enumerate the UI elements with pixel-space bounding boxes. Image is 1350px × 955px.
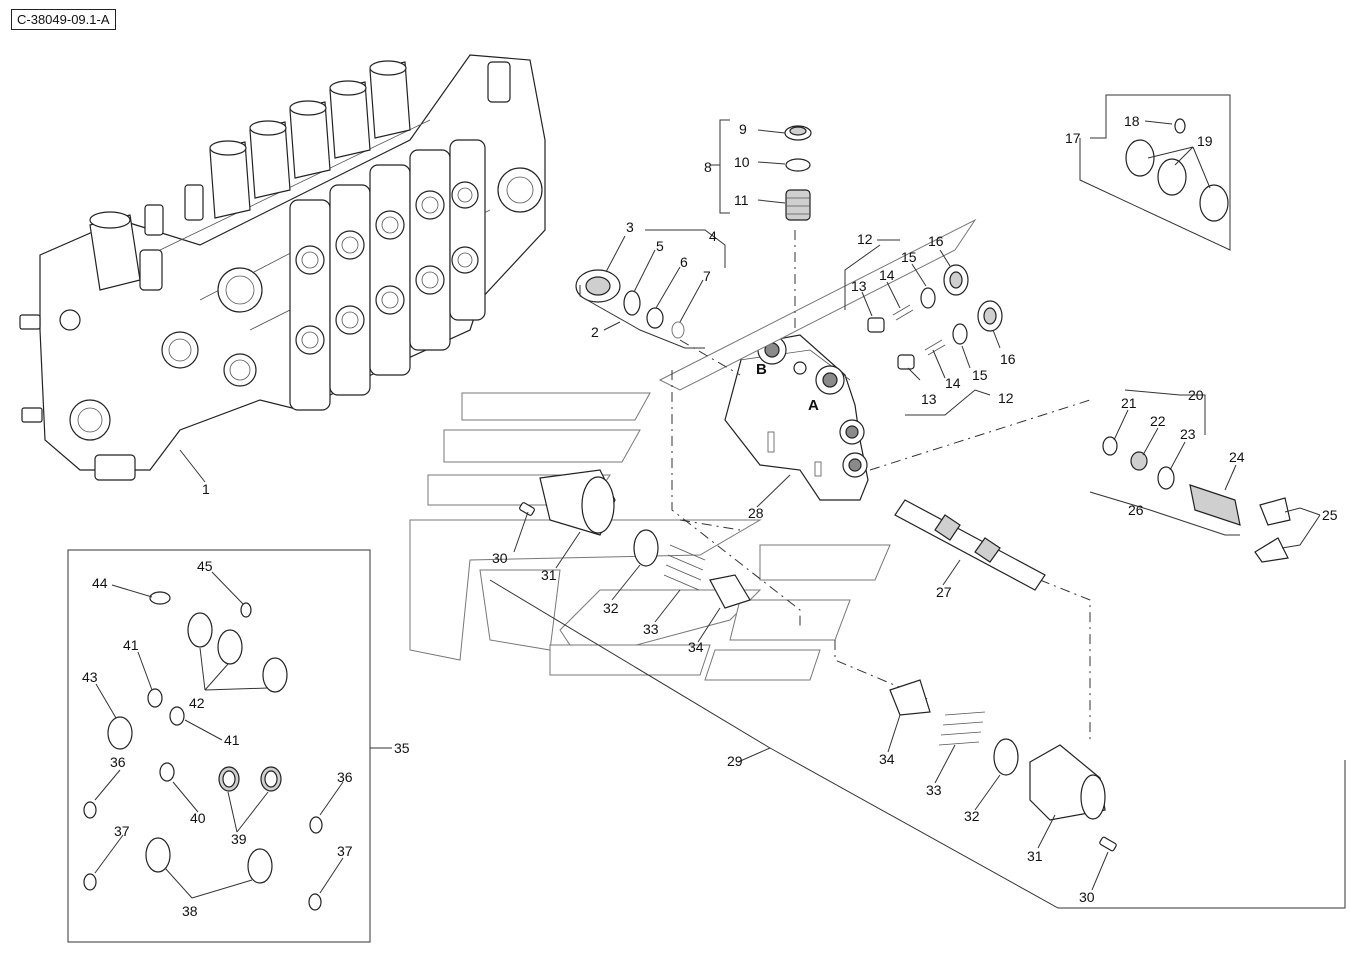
callout-34-left: 34 — [688, 639, 704, 655]
callout-14-top: 14 — [879, 267, 895, 283]
callout-21: 21 — [1121, 395, 1137, 411]
callout-42: 42 — [189, 695, 205, 711]
callout-12-bottom: 12 — [998, 390, 1014, 406]
callout-28: 28 — [748, 505, 764, 521]
callout-18: 18 — [1124, 113, 1140, 129]
callout-10: 10 — [734, 154, 750, 170]
callout-3: 3 — [626, 219, 634, 235]
callout-6: 6 — [680, 254, 688, 270]
callout-34-right: 34 — [879, 751, 895, 767]
callout-36-left: 36 — [110, 754, 126, 770]
gasket-outline-shapes — [409, 218, 977, 681]
callout-20: 20 — [1188, 387, 1204, 403]
callout-38: 38 — [182, 903, 198, 919]
callout-39: 39 — [231, 831, 247, 847]
callout-32-right: 32 — [964, 808, 980, 824]
callout-43: 43 — [82, 669, 98, 685]
reference-code: C-38049-09.1-A — [11, 9, 116, 30]
small-parts-drawing — [519, 118, 1291, 852]
callout-14-bottom: 14 — [945, 375, 961, 391]
callout-31-right: 31 — [1027, 848, 1043, 864]
section-housing-drawing: B A — [724, 334, 869, 501]
callout-22: 22 — [1150, 413, 1166, 429]
callout-19: 19 — [1197, 133, 1213, 149]
callout-36-right: 36 — [337, 769, 353, 785]
callout-30-left: 30 — [492, 550, 508, 566]
callout-1: 1 — [202, 481, 210, 497]
seal-kit-box — [67, 549, 371, 943]
callout-13-top: 13 — [851, 278, 867, 294]
callout-15-bottom: 15 — [972, 367, 988, 383]
callout-35: 35 — [394, 740, 410, 756]
callout-5: 5 — [656, 238, 664, 254]
callout-16-top: 16 — [928, 233, 944, 249]
callout-27: 27 — [936, 584, 952, 600]
callout-labels: 1 2 3 4 5 6 7 8 9 10 11 12 12 13 13 14 1… — [82, 113, 1338, 919]
callout-16-bottom: 16 — [1000, 351, 1016, 367]
callout-33-right: 33 — [926, 782, 942, 798]
callout-24: 24 — [1229, 449, 1245, 465]
valve-assembly-drawing — [19, 54, 546, 481]
callout-37-right: 37 — [337, 843, 353, 859]
callout-2: 2 — [591, 324, 599, 340]
port-a-label: A — [808, 397, 819, 414]
callout-13-bottom: 13 — [921, 391, 937, 407]
callout-30-right: 30 — [1079, 889, 1095, 905]
callout-41-bottom: 41 — [224, 732, 240, 748]
callout-11: 11 — [734, 192, 749, 208]
callout-41-top: 41 — [123, 637, 139, 653]
callout-26: 26 — [1128, 502, 1144, 518]
callout-25: 25 — [1322, 507, 1338, 523]
callout-9: 9 — [739, 121, 747, 137]
callout-33-left: 33 — [643, 621, 659, 637]
callout-44: 44 — [92, 575, 108, 591]
callout-29: 29 — [727, 753, 743, 769]
callout-32-left: 32 — [603, 600, 619, 616]
callout-8: 8 — [704, 159, 712, 175]
port-b-label: B — [756, 361, 767, 378]
callout-15-top: 15 — [901, 249, 917, 265]
callout-45: 45 — [197, 558, 213, 574]
leader-lines — [94, 94, 1346, 909]
callout-31-left: 31 — [541, 567, 557, 583]
callout-23: 23 — [1180, 426, 1196, 442]
callout-4: 4 — [709, 228, 717, 244]
callout-12-top: 12 — [857, 231, 873, 247]
callout-7: 7 — [703, 268, 711, 284]
callout-37-left: 37 — [114, 823, 130, 839]
callout-17: 17 — [1065, 130, 1081, 146]
callout-40: 40 — [190, 810, 206, 826]
